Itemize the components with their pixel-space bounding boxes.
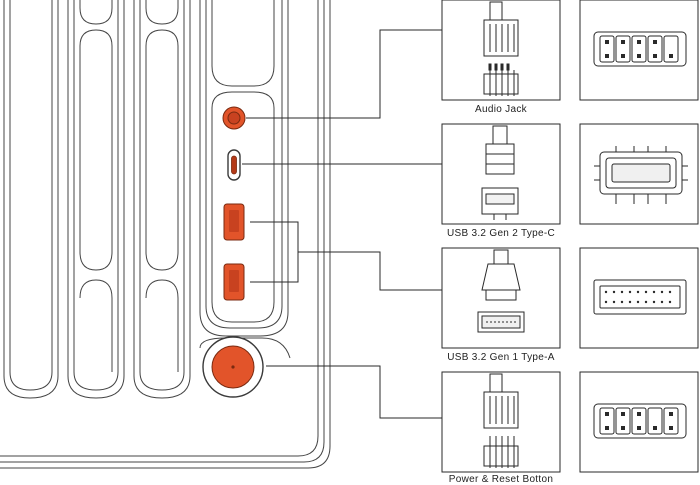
power-reset-header-top-view (593, 403, 687, 439)
case-slat (67, 0, 125, 399)
power-reset-cable-connector (483, 373, 519, 429)
usb-a-port-2 (223, 263, 245, 301)
audio-header-top-view (593, 31, 687, 67)
usb-a-header-top-view (593, 279, 687, 315)
audio-jack-caption: Audio Jack (475, 104, 527, 115)
usb-a-connector-box (441, 247, 561, 349)
audio-pin-header (483, 63, 519, 96)
usb-a-header-box (579, 247, 699, 349)
usb-a-caption: USB 3.2 Gen 1 Type-A (447, 352, 555, 363)
usb-c-header-top-view (594, 146, 688, 204)
case-slat (133, 0, 191, 399)
power-reset-connector-box (441, 371, 561, 473)
audio-jack-leader (246, 29, 442, 119)
audio-header-box (579, 0, 699, 101)
io-panel (199, 0, 291, 359)
usb-a-leader (250, 221, 442, 291)
power-reset-caption: Power & Reset Botton (448, 474, 554, 485)
usb-c-cable-connector (481, 125, 519, 220)
power-reset-pin-header (483, 436, 519, 468)
usb-a-cable-connector (477, 249, 525, 333)
power-button (202, 336, 264, 398)
usb-c-port (227, 149, 241, 181)
audio-jack-connector-box (441, 0, 561, 101)
audio-jack-port (222, 106, 246, 130)
case-slat (3, 0, 59, 399)
usb-c-connector-box (441, 123, 561, 225)
case-front-panel (0, 0, 331, 469)
power-reset-header-box (579, 371, 699, 473)
usb-c-caption: USB 3.2 Gen 2 Type-C (446, 228, 556, 239)
audio-cable-connector (483, 1, 519, 57)
leader-lines (242, 29, 442, 419)
usb-a-port-1 (223, 203, 245, 241)
usb-c-header-box (579, 123, 699, 225)
power-reset-leader (266, 365, 442, 419)
